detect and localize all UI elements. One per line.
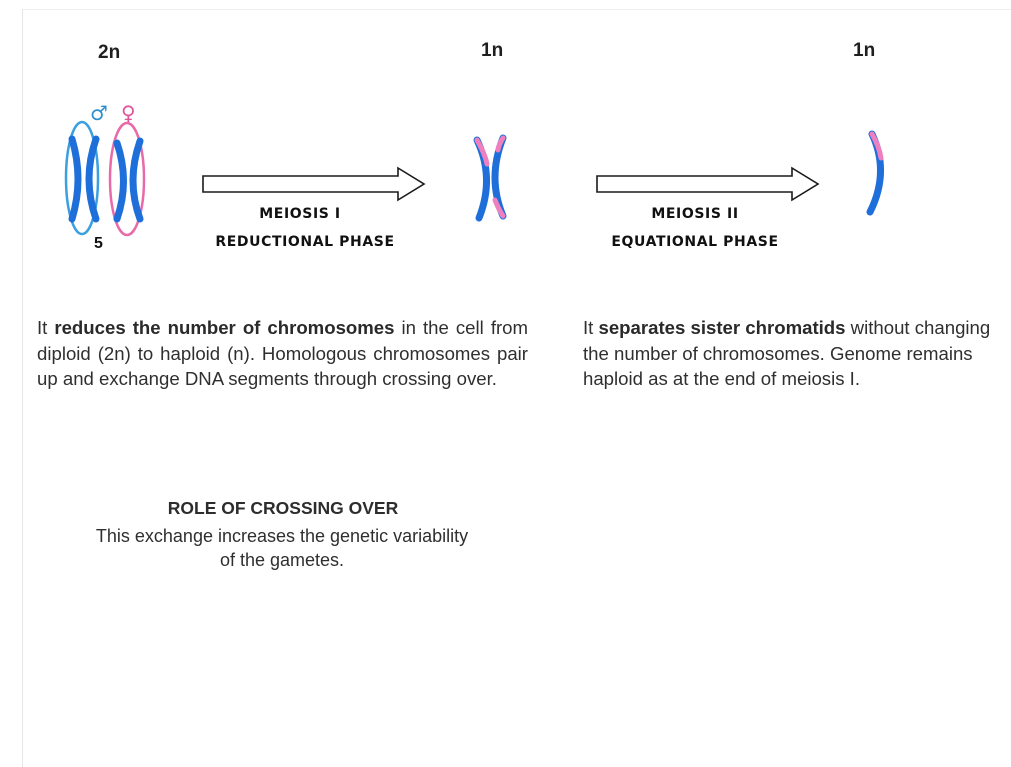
male-symbol-icon: ♂ <box>90 101 108 125</box>
paternal-chromosome-icon <box>68 135 100 223</box>
meiosis-2-text-pre: It <box>583 317 599 338</box>
recombinant-chromosome-icon <box>473 134 507 222</box>
ploidy-label-2n: 2n <box>98 42 121 63</box>
ploidy-label-1n-after-meiosis-1: 1n <box>481 40 504 61</box>
meiosis-1-description: It reduces the number of chromosomes in … <box>37 315 528 392</box>
meiosis-1-text-pre: It <box>37 317 55 338</box>
slide-canvas <box>22 9 1011 767</box>
maternal-chromosome-icon <box>113 137 144 223</box>
maternal-homolog-ring <box>108 121 146 237</box>
meiosis-2-description: It separates sister chromatids without c… <box>583 315 995 392</box>
meiosis-1-arrow-icon <box>202 166 426 202</box>
female-symbol-icon: ♀ <box>121 101 136 125</box>
paternal-homolog-ring <box>64 120 100 236</box>
meiosis-1-text-post: in the cell from diploid (2n) to haploid… <box>37 317 529 389</box>
single-chromatid-icon <box>866 130 884 216</box>
ploidy-label-1n-after-meiosis-2: 1n <box>853 40 876 61</box>
meiosis-1-subtitle: REDUCTIONAL PHASE <box>215 234 395 250</box>
cropped-fragment-label: 5 <box>94 236 103 248</box>
meiosis-2-text-bold: separates sister chromatids <box>598 317 846 338</box>
crossing-over-role-title: ROLE OF CROSSING OVER <box>167 498 399 518</box>
meiosis-1-title: MEIOSIS I <box>259 206 341 222</box>
homologous-chromosome-pair-diagram <box>64 120 146 237</box>
meiosis-2-title: MEIOSIS II <box>651 206 739 222</box>
crossing-over-role-text: This exchange increases the genetic vari… <box>95 526 469 570</box>
meiosis-2-subtitle: EQUATIONAL PHASE <box>611 234 779 250</box>
meiosis-2-arrow-icon <box>596 166 820 202</box>
meiosis-2-text-post: without changing the number of chromosom… <box>583 317 991 389</box>
meiosis-1-text-bold: reduces the number of chromosomes <box>54 317 395 338</box>
